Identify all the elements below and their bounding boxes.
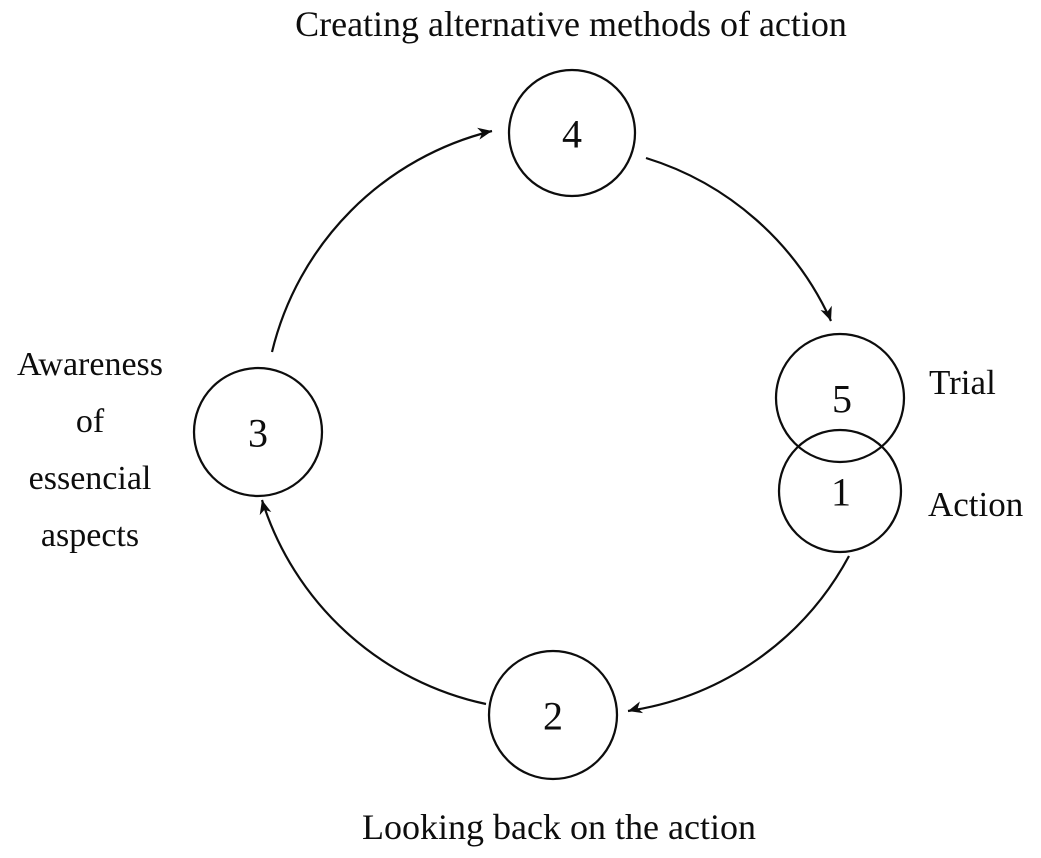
label-awareness-line-4: aspects [40, 517, 140, 554]
node-4-circle [507, 68, 637, 198]
arrows-group [259, 127, 850, 714]
label-trial: Trial [929, 363, 996, 402]
arrow-4-to-5 [645, 156, 833, 322]
arrowhead-1-to-2 [628, 701, 644, 714]
label-action: Action [928, 485, 1024, 524]
label-awareness-line-3: essencial [28, 460, 152, 497]
node-2-number: 2 [543, 694, 563, 739]
node-1-number: 1 [831, 470, 851, 515]
arrow-3-to-4 [270, 129, 493, 353]
arrow-1-to-2 [627, 555, 850, 713]
label-awareness-line-2: of [75, 403, 105, 440]
node-2-circle [487, 649, 619, 781]
node-1-circle [777, 428, 903, 554]
node-3-number: 3 [248, 411, 268, 456]
arrowhead-3-to-4 [477, 127, 492, 140]
node-5-number: 5 [832, 377, 852, 422]
arrow-2-to-3 [260, 499, 487, 706]
arrowhead-2-to-3 [259, 500, 272, 516]
arrowhead-4-to-5 [820, 305, 832, 321]
nodes-group: 4 5 1 2 3 [192, 68, 906, 781]
label-creating-alternative-methods: Creating alternative methods of action [295, 4, 847, 44]
label-awareness-line-1: Awareness [16, 346, 164, 383]
node-5-circle [774, 332, 906, 464]
label-looking-back: Looking back on the action [362, 807, 756, 847]
node-4-number: 4 [562, 112, 582, 157]
node-3-circle [192, 366, 324, 498]
label-awareness-block: Awareness of essencial aspects [2, 336, 178, 564]
